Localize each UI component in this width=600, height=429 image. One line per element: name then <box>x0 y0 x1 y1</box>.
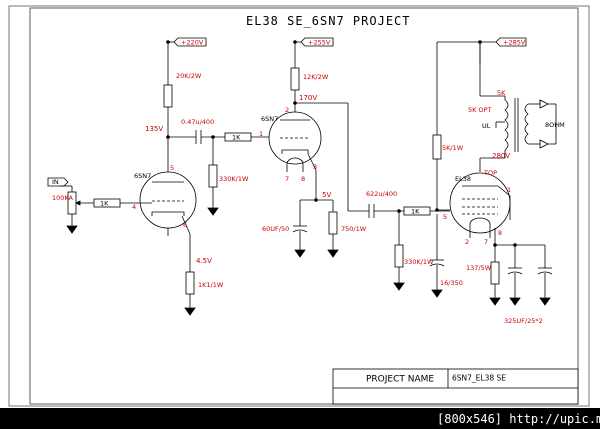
transformer-tap-label: 5K <box>497 89 506 97</box>
output-label: 8OHM <box>545 121 565 129</box>
top-label: TOP <box>483 169 497 177</box>
pin-4-label: 4 <box>132 203 136 211</box>
bias-cap-label: 16/350 <box>440 279 463 287</box>
leak-res-2-label: 330K/1W <box>404 258 434 266</box>
pin-h2-label: 2 <box>465 238 469 246</box>
pin-7a-label: 7 <box>285 175 289 183</box>
pin-h7-label: 7 <box>484 238 488 246</box>
input-label: IN <box>52 178 59 186</box>
pin-6-label: 6 <box>183 221 187 229</box>
cathode-res-3-label: 137/5W <box>466 264 492 272</box>
tube2-label: 6SN7 <box>261 115 278 123</box>
plate-v-3-label: 280V <box>492 152 510 160</box>
leak-res-1-label: 330K/1W <box>219 175 249 183</box>
g2-res-label: 5K/1W <box>442 144 464 152</box>
drawing-frame <box>29 7 579 405</box>
watermark: [800x546] http://upic.me/ <box>437 412 600 426</box>
grid-res-2-label: 1K <box>232 134 241 142</box>
pin-2-label: 2 <box>285 106 289 114</box>
grid-res-3-label: 1K <box>411 208 420 216</box>
grid-res-1-label: 1K <box>100 200 109 208</box>
anode-res-2-label: 12K/2W <box>303 73 329 81</box>
supply-255v: +255V <box>308 39 331 47</box>
supply-285v: +285V <box>503 39 526 47</box>
paper-border <box>8 5 590 407</box>
pin-p1-label: 1 <box>507 186 511 194</box>
transformer-label: 5K OPT <box>468 106 492 114</box>
cathode-v-2-label: 5V <box>322 191 331 199</box>
pin-8a-label: 8 <box>301 175 305 183</box>
project-name-value: 6SN7_EL38 SE <box>452 374 506 383</box>
coupling-cap-2-label: 622u/400 <box>366 190 397 198</box>
cathode-caps-label: 325UF/25*2 <box>504 317 543 325</box>
anode-v-1-label: 135V <box>145 125 163 133</box>
anode-res-1-label: 20K/2W <box>176 72 202 80</box>
pin-k8-label: 8 <box>498 229 502 237</box>
project-name-label: PROJECT NAME <box>366 375 434 385</box>
coupling-cap-1-label: 0.47u/400 <box>181 118 214 126</box>
cathode-v-1-label: 4.5V <box>196 257 212 265</box>
page-title: EL38 SE_6SN7 PROJECT <box>246 14 411 28</box>
ul-label: UL <box>482 122 491 130</box>
cathode-res-2-label: 750/1W <box>341 225 367 233</box>
pin-5-label: 5 <box>170 164 174 172</box>
pin-3-label: 3 <box>313 163 317 171</box>
tube3-label: EL38 <box>455 175 471 183</box>
pin-g1-label: 5 <box>443 213 447 221</box>
pot-label: 100KA <box>52 194 74 202</box>
supply-220v: +220V <box>181 39 204 47</box>
tube1-label: 6SN7 <box>134 172 151 180</box>
watermark-strip <box>0 408 600 429</box>
anode-v-2-label: 170V <box>299 94 317 102</box>
cathode-cap-2-label: 60UF/50 <box>262 225 289 233</box>
pin-1-label: 1 <box>259 130 263 138</box>
cathode-res-1-label: 1K1/1W <box>198 281 224 289</box>
